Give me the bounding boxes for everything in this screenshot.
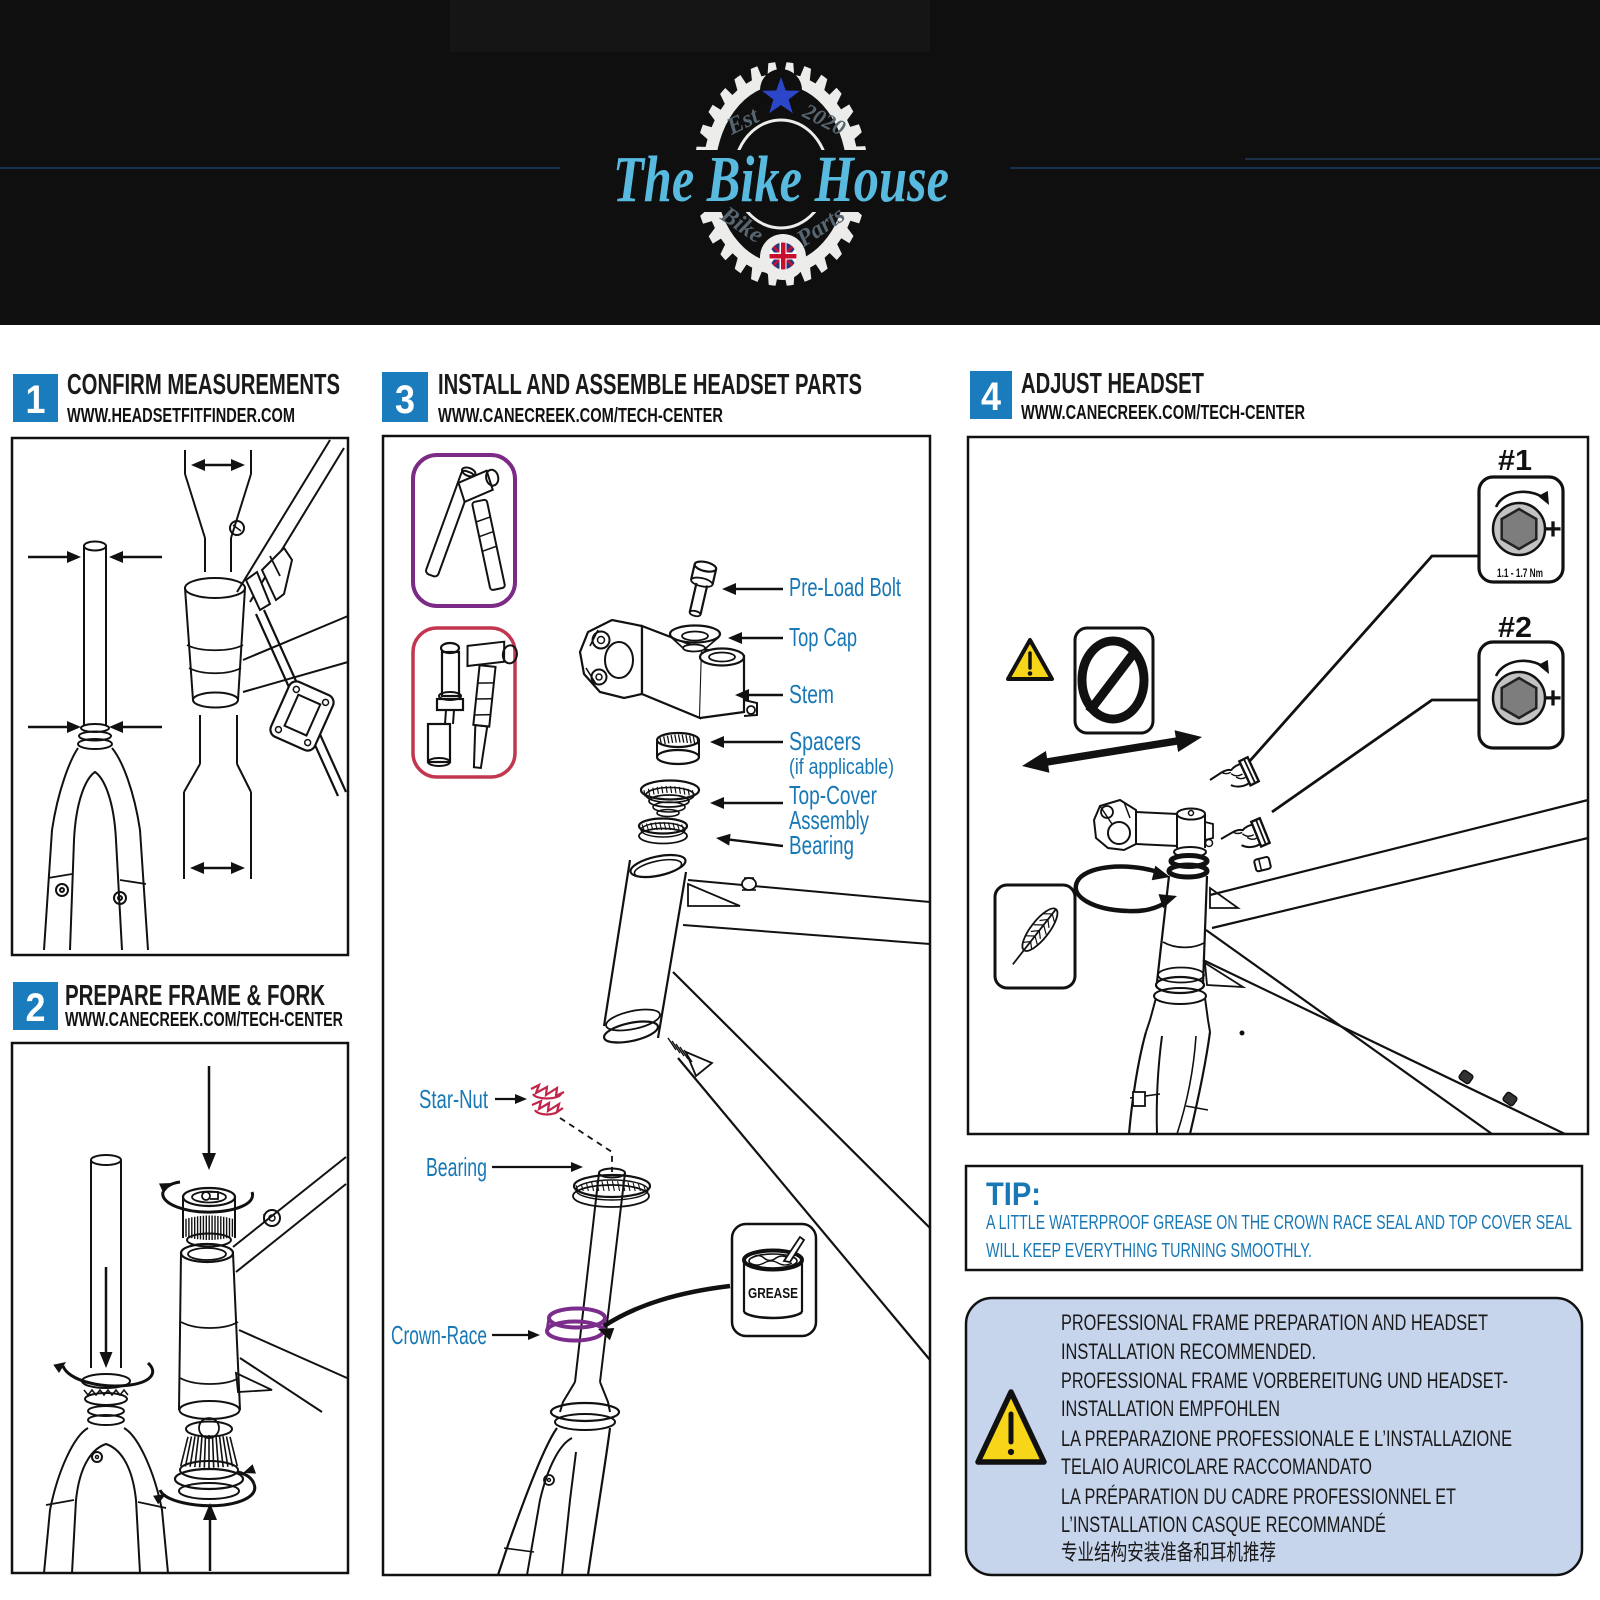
svg-text:INSTALL AND ASSEMBLE HEADSET P: INSTALL AND ASSEMBLE HEADSET PARTS: [438, 369, 862, 401]
svg-text:PROFESSIONAL FRAME PREPARATION: PROFESSIONAL FRAME PREPARATION AND HEADS…: [1061, 1310, 1488, 1335]
svg-text:Spacers: Spacers: [789, 726, 861, 756]
svg-text:Top Cap: Top Cap: [789, 622, 857, 652]
svg-text:Top-Cover: Top-Cover: [789, 780, 877, 810]
svg-text:WWW.CANECREEK.COM/TECH-CENTER: WWW.CANECREEK.COM/TECH-CENTER: [65, 1008, 343, 1031]
svg-text:Stem: Stem: [789, 679, 834, 709]
svg-text:Star-Nut: Star-Nut: [419, 1084, 489, 1114]
svg-text:LA PREPARAZIONE PROFESSIONALE: LA PREPARAZIONE PROFESSIONALE E L’INSTAL…: [1061, 1426, 1512, 1451]
svg-text:GREASE: GREASE: [748, 1285, 798, 1302]
svg-text:INSTALLATION RECOMMENDED.: INSTALLATION RECOMMENDED.: [1061, 1339, 1316, 1364]
svg-text:WWW.CANECREEK.COM/TECH-CENTER: WWW.CANECREEK.COM/TECH-CENTER: [1021, 401, 1305, 424]
svg-text:+: +: [1544, 513, 1562, 546]
svg-text:Bearing: Bearing: [789, 830, 854, 860]
svg-text:+: +: [1544, 682, 1562, 715]
svg-text:#2: #2: [1498, 612, 1532, 644]
svg-text:2: 2: [26, 986, 46, 1030]
svg-text:The Bike House: The Bike House: [613, 143, 949, 216]
svg-text:Pre-Load Bolt: Pre-Load Bolt: [789, 572, 902, 602]
svg-text:LA PRÉPARATION DU CADRE PROFES: LA PRÉPARATION DU CADRE PROFESSIONNEL ET: [1061, 1484, 1456, 1509]
svg-text:ADJUST HEADSET: ADJUST HEADSET: [1021, 368, 1204, 400]
svg-text:INSTALLATION EMPFOHLEN: INSTALLATION EMPFOHLEN: [1061, 1396, 1280, 1421]
svg-text:PROFESSIONAL FRAME VORBEREITUN: PROFESSIONAL FRAME VORBEREITUNG UND HEAD…: [1061, 1368, 1508, 1393]
svg-text:A LITTLE WATERPROOF GREASE ON: A LITTLE WATERPROOF GREASE ON THE CROWN …: [986, 1211, 1572, 1234]
svg-text:3: 3: [395, 378, 415, 422]
svg-text:CONFIRM MEASUREMENTS: CONFIRM MEASUREMENTS: [67, 369, 340, 401]
svg-text:L’INSTALLATION CASQUE RECOMMAN: L’INSTALLATION CASQUE RECOMMANDÉ: [1061, 1512, 1386, 1537]
svg-text:WWW.CANECREEK.COM/TECH-CENTER: WWW.CANECREEK.COM/TECH-CENTER: [438, 404, 723, 427]
svg-text:(if applicable): (if applicable): [789, 754, 894, 779]
svg-text:PREPARE FRAME & FORK: PREPARE FRAME & FORK: [65, 980, 325, 1012]
svg-text:WWW.HEADSETFITFINDER.COM: WWW.HEADSETFITFINDER.COM: [67, 404, 295, 427]
svg-text:4: 4: [981, 375, 1002, 419]
svg-text:#1: #1: [1498, 445, 1532, 477]
svg-text:Assembly: Assembly: [789, 805, 869, 835]
svg-text:Bearing: Bearing: [426, 1152, 487, 1182]
svg-text:1.1 - 1.7 Nm: 1.1 - 1.7 Nm: [1497, 568, 1543, 580]
svg-text:Crown-Race: Crown-Race: [391, 1320, 487, 1350]
svg-text:WILL KEEP EVERYTHING TURNING S: WILL KEEP EVERYTHING TURNING SMOOTHLY.: [986, 1239, 1312, 1262]
svg-text:TELAIO AURICOLARE RACCOMANDATO: TELAIO AURICOLARE RACCOMANDATO: [1061, 1454, 1372, 1479]
svg-text:专业结构安装准备和耳机推荐: 专业结构安装准备和耳机推荐: [1061, 1540, 1276, 1565]
svg-text:1: 1: [26, 378, 46, 422]
svg-text:TIP:: TIP:: [986, 1176, 1041, 1212]
